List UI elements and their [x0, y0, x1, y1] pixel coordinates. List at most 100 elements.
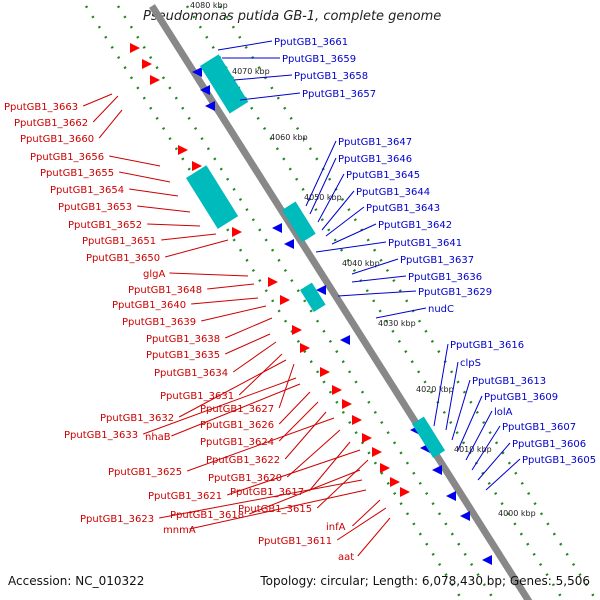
- forward-gene-mark-18: [362, 433, 372, 443]
- left-leader-line: [286, 429, 341, 478]
- left-gene-label: PputGB1_3633: [64, 430, 138, 441]
- right-gene-label: clpS: [460, 358, 481, 369]
- scale-tick-label: 4060 kbp: [270, 133, 308, 142]
- right-gene-label: PputGB1_3616: [450, 340, 524, 351]
- left-leader-line: [119, 171, 171, 183]
- scale-tick-label: 4000 kbp: [498, 509, 536, 518]
- left-gene-label: PputGB1_3626: [200, 420, 274, 431]
- left-gene-label: PputGB1_3618: [170, 510, 244, 521]
- forward-gene-mark-4: [178, 145, 188, 155]
- left-leader-line: [207, 283, 255, 290]
- left-leader-line: [352, 499, 381, 527]
- left-gene-label: PputGB1_3663: [4, 102, 78, 113]
- gc-block-1: [200, 54, 249, 114]
- left-leader-line: [201, 305, 267, 322]
- right-leader-line: [217, 40, 273, 51]
- left-gene-label: PputGB1_3625: [108, 467, 182, 478]
- scale-tick-label: 4040 kbp: [342, 259, 380, 268]
- scale-tick-label: 4020 kbp: [416, 385, 454, 394]
- left-leader-line: [165, 239, 229, 258]
- left-leader-line: [92, 95, 119, 123]
- left-gene-label: PputGB1_3651: [82, 236, 156, 247]
- left-gene-label: PputGB1_3648: [128, 285, 202, 296]
- reverse-gene-mark-1: [192, 67, 202, 77]
- left-leader-line: [109, 155, 161, 167]
- left-gene-label: PputGB1_3653: [58, 202, 132, 213]
- right-gene-label: PputGB1_3607: [502, 422, 576, 433]
- left-gene-label: PputGB1_3620: [208, 473, 282, 484]
- forward-gene-mark-10: [268, 277, 278, 287]
- reverse-gene-mark-4: [272, 223, 282, 233]
- left-gene-label: mnmA: [163, 525, 196, 536]
- left-leader-line: [232, 341, 277, 373]
- left-gene-label: PputGB1_3639: [122, 317, 196, 328]
- left-gene-label: glgA: [143, 269, 165, 280]
- right-leader-line: [351, 258, 399, 275]
- left-leader-line: [278, 391, 311, 425]
- forward-gene-mark-13: [300, 343, 310, 353]
- left-leader-line: [83, 93, 113, 107]
- right-leader-line: [451, 379, 471, 441]
- left-gene-label: PputGB1_3622: [206, 455, 280, 466]
- left-leader-line: [227, 449, 361, 496]
- left-gene-label: PputGB1_3662: [14, 118, 88, 129]
- forward-gene-mark-5: [192, 161, 202, 171]
- right-gene-label: PputGB1_3658: [294, 71, 368, 82]
- left-leader-line: [336, 507, 387, 541]
- right-gene-label: PputGB1_3642: [378, 220, 452, 231]
- left-leader-line: [187, 417, 335, 472]
- left-gene-label: PputGB1_3611: [258, 536, 332, 547]
- left-leader-line: [161, 233, 217, 241]
- scale-tick-label: 4070 kbp: [232, 67, 270, 76]
- forward-gene-mark-17: [352, 415, 362, 425]
- left-gene-label: PputGB1_3638: [146, 334, 220, 345]
- reverse-gene-mark-7: [340, 335, 350, 345]
- left-gene-label: infA: [326, 522, 346, 533]
- right-leader-line: [445, 361, 459, 431]
- right-leader-line: [331, 223, 377, 245]
- reverse-gene-mark-2: [200, 85, 210, 95]
- left-leader-line: [171, 383, 301, 437]
- right-leader-line: [471, 425, 501, 471]
- left-leader-line: [308, 441, 351, 492]
- reverse-gene-mark-6: [316, 285, 326, 295]
- left-gene-label: PputGB1_3660: [20, 134, 94, 145]
- forward-gene-mark-15: [332, 385, 342, 395]
- right-leader-line: [457, 395, 483, 451]
- left-gene-label: PputGB1_3656: [30, 152, 104, 163]
- right-gene-label: PputGB1_3661: [274, 37, 348, 48]
- left-gene-label: PputGB1_3652: [68, 220, 142, 231]
- left-leader-line: [238, 353, 283, 396]
- right-leader-line: [325, 206, 365, 237]
- gc-block-3: [282, 201, 316, 243]
- left-leader-line: [159, 479, 363, 519]
- right-gene-label: PputGB1_3643: [366, 203, 440, 214]
- left-leader-line: [169, 272, 249, 277]
- right-gene-label: PputGB1_3606: [512, 439, 586, 450]
- reverse-gene-mark-3: [205, 101, 215, 111]
- right-leader-line: [337, 290, 417, 297]
- right-leader-line: [233, 74, 293, 81]
- right-leader-line: [351, 275, 407, 283]
- left-leader-line: [357, 517, 391, 557]
- accession-text: Accession: NC_010322: [8, 574, 145, 588]
- left-leader-line: [137, 205, 191, 213]
- right-gene-label: PputGB1_3644: [356, 187, 430, 198]
- right-gene-label: nudC: [428, 304, 454, 315]
- forward-gene-mark-14: [320, 367, 330, 377]
- left-leader-line: [189, 489, 367, 530]
- right-leader-line: [465, 410, 493, 461]
- left-leader-line: [178, 359, 287, 418]
- right-gene-label: PputGB1_3659: [282, 54, 356, 65]
- left-leader-line: [143, 377, 297, 435]
- right-gene-label: PputGB1_3637: [400, 255, 474, 266]
- left-gene-label: PputGB1_3632: [100, 413, 174, 424]
- left-leader-line: [225, 317, 273, 339]
- right-gene-label: PputGB1_3647: [338, 137, 412, 148]
- gc-block-2: [185, 165, 239, 229]
- reverse-gene-mark-5: [284, 239, 294, 249]
- left-leader-line: [224, 333, 271, 355]
- left-gene-label: PputGB1_3634: [154, 368, 228, 379]
- right-gene-label: PputGB1_3657: [302, 89, 376, 100]
